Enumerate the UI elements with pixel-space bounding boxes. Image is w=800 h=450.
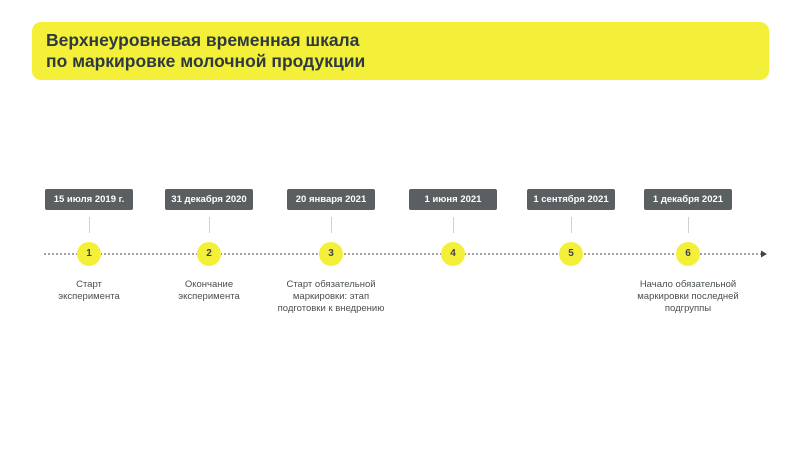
milestone-connector-5 [571,217,572,233]
milestone-date-6: 1 декабря 2021 [644,189,732,210]
milestone-date-5: 1 сентября 2021 [527,189,615,210]
title-line-1: Верхнеуровневая временная шкала [46,30,360,50]
milestone-date-4: 1 июня 2021 [409,189,497,210]
milestone-connector-6 [688,217,689,233]
title-line-2: по маркировке молочной продукции [46,51,366,71]
milestone-caption-line: эксперимента [178,291,240,302]
milestone-date-3: 20 января 2021 [287,189,375,210]
milestone-caption-line: Старт [76,279,102,290]
milestone-marker-2: 2 [197,242,221,266]
milestone-marker-3: 3 [319,242,343,266]
milestone-marker-1: 1 [77,242,101,266]
milestone-connector-3 [331,217,332,233]
milestone-connector-4 [453,217,454,233]
milestone-caption-line: Начало обязательной [639,279,737,290]
milestone-date-1: 15 июля 2019 г. [45,189,133,210]
timeline-arrow-icon [761,250,767,258]
milestone-caption-line: Окончание [184,279,234,290]
milestone-caption-line: маркировки последней [637,291,739,302]
milestone-caption-line: эксперимента [58,291,120,302]
milestone-marker-5: 5 [559,242,583,266]
milestone-connector-2 [209,217,210,233]
milestone-caption-line: маркировки: этап [292,291,370,302]
milestone-caption-line: подгруппы [664,303,712,314]
title-banner: Верхнеуровневая временная шкала по марки… [32,22,769,80]
milestone-caption-line: Старт обязательной [286,279,376,290]
milestone-date-2: 31 декабря 2020 [165,189,253,210]
milestone-marker-6: 6 [676,242,700,266]
milestone-caption-line: подготовки к внедрению [277,303,385,314]
milestone-marker-4: 4 [441,242,465,266]
milestone-connector-1 [89,217,90,233]
